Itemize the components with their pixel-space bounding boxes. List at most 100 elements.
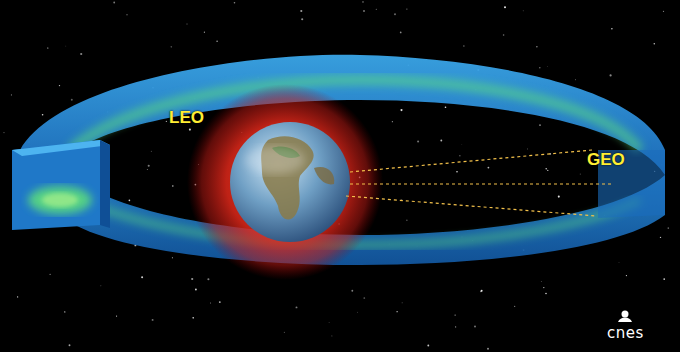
- star: [540, 280, 542, 282]
- star: [301, 18, 303, 20]
- star: [141, 276, 143, 278]
- star: [504, 6, 506, 8]
- star: [610, 74, 612, 76]
- star: [49, 274, 50, 275]
- star: [545, 293, 547, 295]
- star: [69, 344, 71, 346]
- star: [296, 306, 298, 308]
- star: [406, 220, 408, 222]
- star: [166, 121, 167, 122]
- star: [376, 9, 377, 10]
- star: [42, 114, 44, 116]
- star: [400, 109, 402, 111]
- star: [455, 326, 456, 327]
- star: [503, 34, 505, 36]
- orbit-label: LEO: [169, 108, 204, 128]
- star: [488, 167, 490, 169]
- star: [152, 319, 154, 321]
- star: [59, 85, 60, 86]
- star: [191, 278, 193, 280]
- continent-east: [314, 167, 334, 184]
- star: [417, 140, 419, 142]
- star: [654, 43, 656, 45]
- star: [127, 14, 128, 15]
- star: [284, 332, 285, 333]
- star: [207, 278, 209, 280]
- star: [626, 275, 627, 276]
- star: [663, 278, 665, 280]
- cloud: [245, 146, 305, 174]
- star: [539, 124, 541, 126]
- star: [362, 1, 364, 3]
- star: [65, 45, 67, 47]
- star: [172, 185, 174, 187]
- star: [481, 290, 483, 292]
- star: [351, 290, 353, 292]
- star: [64, 311, 65, 312]
- star: [445, 106, 447, 108]
- star: [363, 297, 365, 299]
- star: [189, 129, 191, 131]
- star: [331, 335, 333, 337]
- star: [363, 10, 365, 12]
- star: [545, 168, 546, 169]
- cross-section-top: [12, 140, 110, 156]
- star: [71, 99, 73, 101]
- star: [129, 199, 131, 201]
- star: [234, 2, 236, 4]
- star: [406, 9, 407, 10]
- star: [611, 28, 612, 29]
- star: [116, 316, 117, 317]
- star: [219, 301, 221, 303]
- star: [400, 32, 402, 34]
- cross-section-side: [100, 140, 110, 228]
- star: [536, 46, 538, 48]
- star-field: [3, 1, 669, 350]
- star: [543, 287, 544, 288]
- star: [546, 66, 548, 68]
- star: [461, 144, 463, 146]
- cross-section-core: [28, 186, 92, 214]
- star: [11, 94, 12, 95]
- star: [618, 261, 620, 263]
- star: [474, 326, 476, 328]
- star: [150, 150, 152, 152]
- star: [440, 140, 442, 142]
- star: [195, 289, 197, 291]
- inner-belt: [187, 84, 383, 280]
- star: [456, 171, 458, 173]
- star: [427, 345, 429, 347]
- star: [17, 296, 18, 297]
- star: [522, 10, 524, 12]
- star: [547, 170, 548, 171]
- star: [487, 348, 489, 350]
- star: [558, 196, 560, 198]
- star: [146, 169, 148, 171]
- cross-section-core-bright: [42, 193, 78, 207]
- star: [148, 165, 150, 167]
- star: [574, 79, 576, 81]
- star: [300, 10, 302, 12]
- star: [580, 174, 581, 175]
- star: [455, 315, 456, 316]
- star: [3, 132, 4, 133]
- star: [216, 41, 218, 43]
- star: [100, 285, 102, 287]
- star: [402, 302, 403, 303]
- star: [459, 155, 460, 156]
- star: [463, 45, 465, 47]
- star: [356, 311, 358, 313]
- star: [186, 23, 188, 25]
- star: [480, 290, 482, 292]
- star: [170, 46, 172, 48]
- star: [667, 227, 669, 229]
- star: [204, 32, 205, 33]
- star: [172, 257, 173, 258]
- star: [539, 67, 541, 69]
- star: [113, 2, 115, 4]
- watermark: cnes: [607, 324, 644, 342]
- star: [328, 322, 330, 324]
- star: [210, 302, 212, 304]
